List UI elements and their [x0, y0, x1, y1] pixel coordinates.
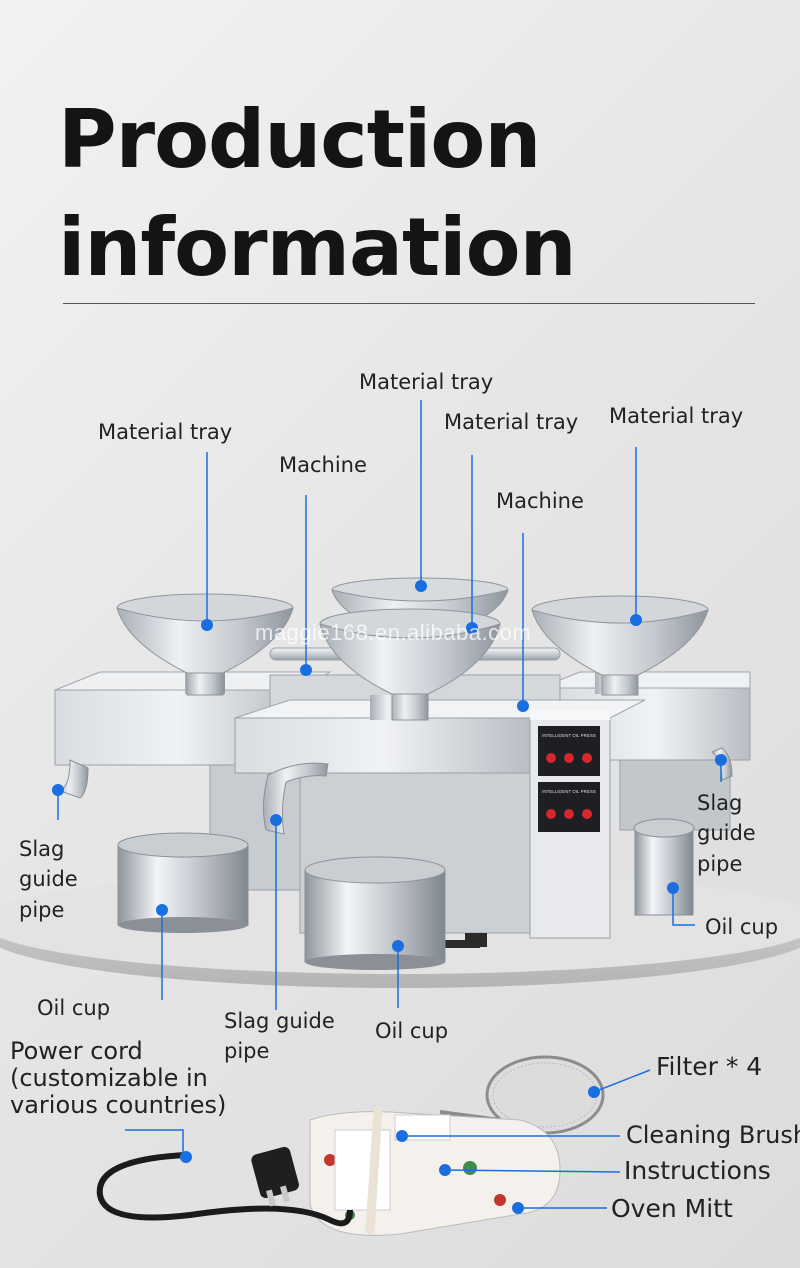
label-filter: Filter * 4 [656, 1052, 763, 1081]
page-title-line-1: Production [58, 93, 541, 186]
oil-cup-center [304, 856, 446, 970]
label-material-tray-center: Material tray [444, 410, 579, 434]
label-slag-guide-pipe-center: Slag guide pipe [224, 1009, 335, 1064]
hopper-right [531, 595, 709, 696]
title-divider [63, 303, 755, 304]
label-material-tray-right: Material tray [609, 404, 744, 428]
panel-brand-text: INTELLIGENT OIL PRESS [542, 733, 596, 738]
label-machine-right: Machine [496, 489, 584, 513]
label-oven-mitt: Oven Mitt [611, 1194, 733, 1223]
label-machine-left: Machine [279, 453, 367, 477]
label-slag-guide-pipe-left: Slag guide pipe [19, 837, 78, 922]
control-panel-lower [538, 782, 600, 832]
label-material-tray-left: Material tray [98, 420, 233, 444]
callout-lines [57, 400, 722, 1209]
label-oil-cup-center: Oil cup [375, 1019, 449, 1043]
instructions-booklet [334, 1129, 391, 1211]
label-material-tray-top: Material tray [359, 370, 494, 394]
power-cord [96, 1146, 353, 1227]
oven-mitt [309, 1105, 561, 1236]
label-power-cord: Power cord (customizable in various coun… [10, 1037, 227, 1120]
label-slag-guide-pipe-right: Slag guide pipe [697, 791, 756, 876]
panel-brand-text: INTELLIGENT OIL PRESS [542, 789, 596, 794]
hopper-front-center [319, 608, 501, 721]
oil-cup-left [117, 832, 249, 933]
cleaning-brush [365, 1105, 383, 1235]
control-panel-upper [538, 726, 600, 776]
label-oil-cup-right: Oil cup [705, 915, 779, 939]
callout-dots [52, 580, 727, 1214]
page-title-line-2: information [58, 201, 577, 294]
label-oil-cup-left: Oil cup [37, 996, 111, 1020]
label-cleaning-brush: Cleaning Brush [626, 1121, 800, 1149]
watermark: maggie168.en.alibaba.com [255, 620, 532, 645]
oil-cup-right [633, 818, 695, 916]
label-instructions: Instructions [624, 1156, 771, 1185]
